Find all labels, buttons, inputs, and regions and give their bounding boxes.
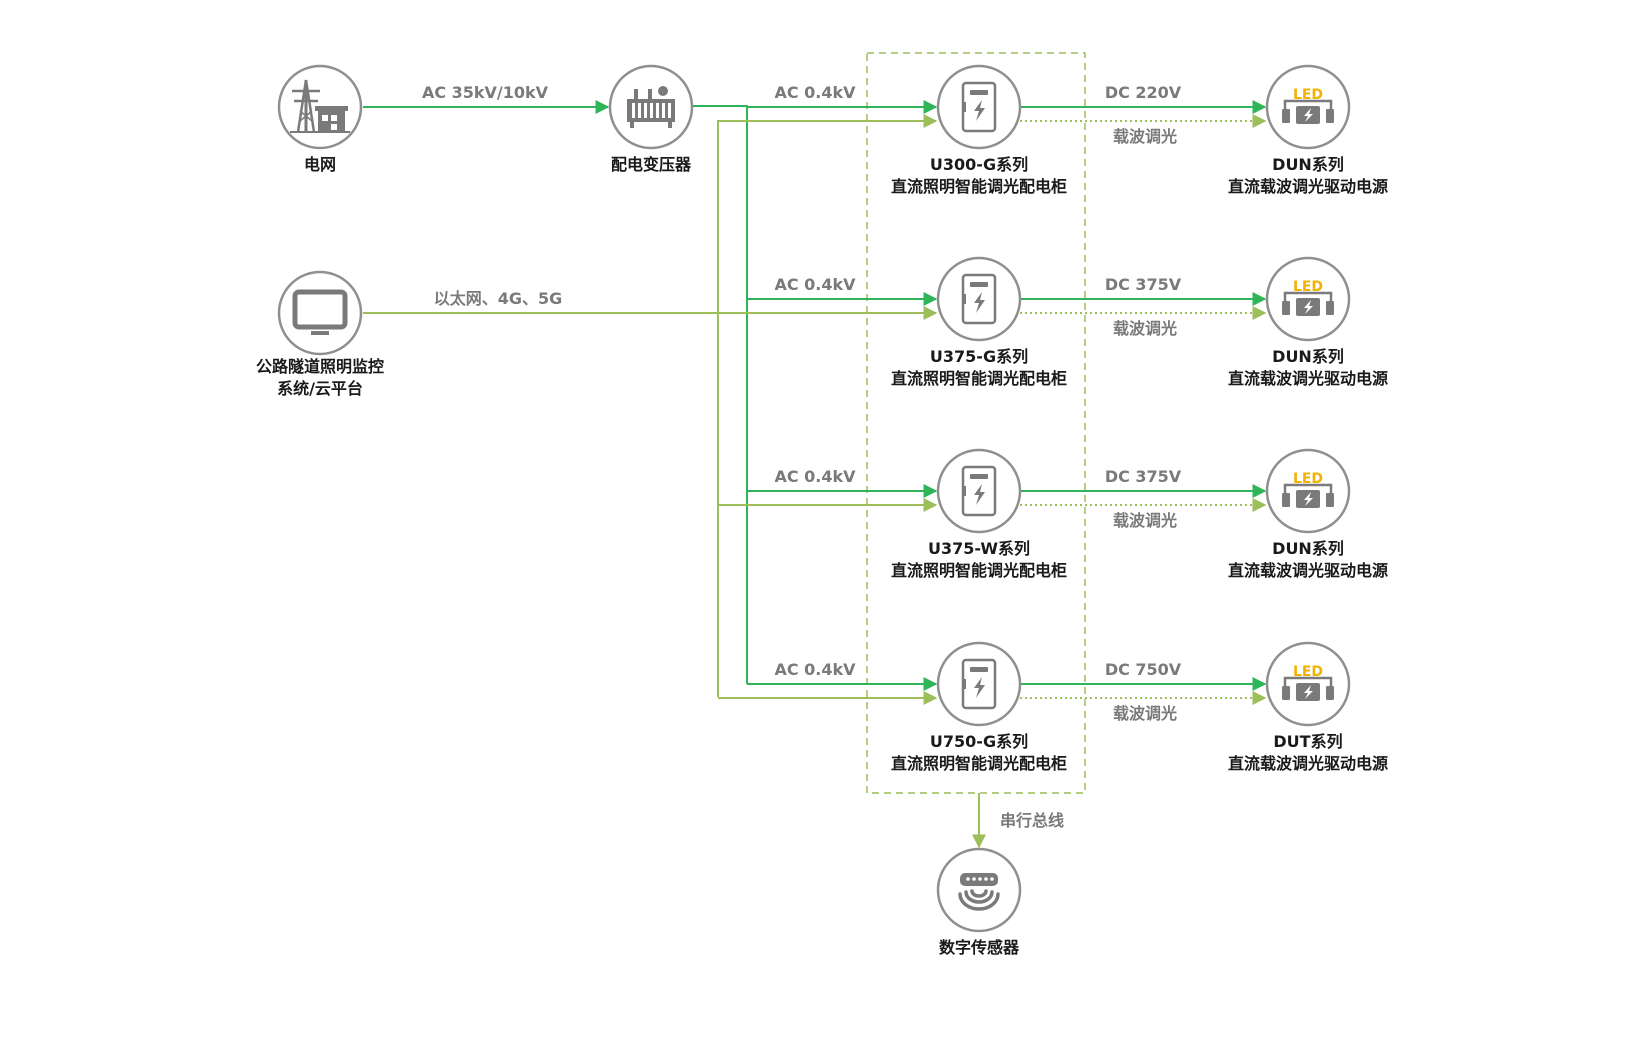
dc-voltage-label: DC 375V	[1105, 275, 1182, 294]
cabinet-series-label: U375-G系列	[930, 347, 1028, 366]
transformer-node: 配电变压器	[608, 64, 694, 174]
cabinet-name-label: 直流照明智能调光配电柜	[891, 754, 1067, 773]
driver-name-label: 直流载波调光驱动电源	[1228, 369, 1388, 388]
platform-node: 公路隧道照明监控 系统/云平台	[256, 270, 384, 398]
cabinet-name-label: 直流照明智能调光配电柜	[891, 177, 1067, 196]
cabinet-group-box	[866, 52, 1086, 794]
platform-label-line1: 公路隧道照明监控	[256, 357, 384, 376]
cabinet-series-label: U375-W系列	[928, 539, 1030, 558]
platform-network-label: 以太网、4G、5G	[434, 289, 563, 308]
driver-series-label: DUT系列	[1273, 732, 1342, 751]
lightning-icon	[1304, 300, 1313, 314]
dimming-label: 载波调光	[1113, 511, 1177, 530]
sensor-label: 数字传感器	[939, 938, 1020, 957]
led-driver-icon: LED	[1282, 87, 1334, 124]
grid-label: 电网	[304, 155, 336, 174]
lightning-icon	[974, 677, 985, 698]
lightning-icon	[974, 484, 985, 505]
ac-voltage-label: AC 0.4kV	[774, 467, 856, 486]
led-text: LED	[1293, 279, 1323, 295]
driver-name-label: 直流载波调光驱动电源	[1228, 561, 1388, 580]
driver-series-label: DUN系列	[1272, 347, 1344, 366]
led-text: LED	[1293, 664, 1323, 680]
driver-name-label: 直流载波调光驱动电源	[1228, 177, 1388, 196]
led-driver-icon: LED	[1282, 664, 1334, 701]
driver-series-label: DUN系列	[1272, 155, 1344, 174]
cabinet-name-label: 直流照明智能调光配电柜	[891, 369, 1067, 388]
driver-series-label: DUN系列	[1272, 539, 1344, 558]
cabinet-icon	[961, 273, 997, 325]
dc-voltage-label: DC 750V	[1105, 660, 1182, 679]
dimming-label: 载波调光	[1113, 127, 1177, 146]
lightning-icon	[1304, 685, 1313, 699]
grid-node: 电网	[277, 64, 363, 174]
power-trunk	[693, 105, 748, 684]
power-tower-icon	[290, 79, 350, 133]
ac-voltage-label: AC 0.4kV	[774, 275, 856, 294]
led-text: LED	[1293, 471, 1323, 487]
dimming-label: 载波调光	[1113, 319, 1177, 338]
monitor-icon	[292, 289, 348, 335]
platform-label-line2: 系统/云平台	[277, 379, 363, 398]
grid-to-transformer-label: AC 35kV/10kV	[422, 83, 549, 102]
dimming-label: 载波调光	[1113, 704, 1177, 723]
serial-bus-label: 串行总线	[1000, 811, 1064, 830]
ac-voltage-label: AC 0.4kV	[774, 660, 856, 679]
transformer-label: 配电变压器	[611, 155, 692, 174]
lightning-icon	[974, 292, 985, 313]
led-text: LED	[1293, 87, 1323, 103]
ac-voltage-label: AC 0.4kV	[774, 83, 856, 102]
led-driver-icon: LED	[1282, 279, 1334, 316]
dc-voltage-label: DC 220V	[1105, 83, 1182, 102]
lightning-icon	[974, 100, 985, 121]
cabinet-series-label: U300-G系列	[930, 155, 1028, 174]
lightning-icon	[1304, 108, 1313, 122]
dc-voltage-label: DC 375V	[1105, 467, 1182, 486]
led-driver-icon: LED	[1282, 471, 1334, 508]
cabinet-series-label: U750-G系列	[930, 732, 1028, 751]
sensor-node: 数字传感器	[936, 847, 1022, 957]
cabinet-icon	[961, 81, 997, 133]
signal-trunk	[717, 120, 921, 697]
driver-name-label: 直流载波调光驱动电源	[1228, 754, 1388, 773]
sensor-icon	[958, 873, 1000, 911]
lightning-icon	[1304, 492, 1313, 506]
cabinet-name-label: 直流照明智能调光配电柜	[891, 561, 1067, 580]
transformer-icon	[627, 86, 675, 128]
cabinet-icon	[961, 465, 997, 517]
cabinet-icon	[961, 658, 997, 710]
